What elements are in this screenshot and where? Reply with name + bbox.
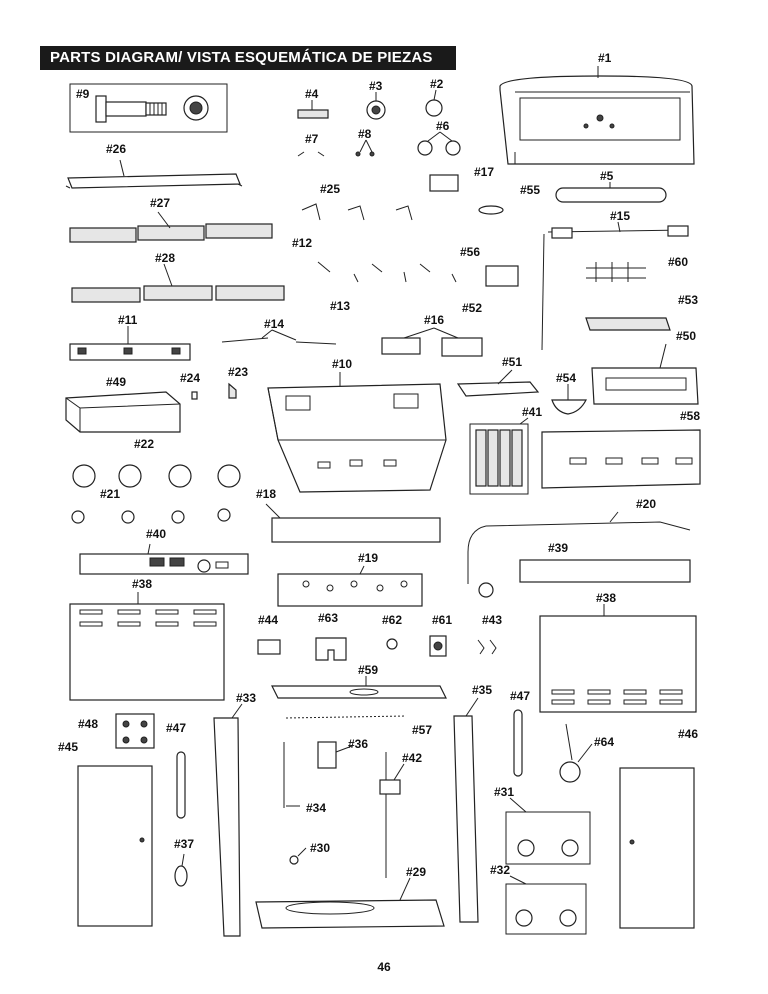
part-1-lid <box>499 75 695 165</box>
label-44: #44 <box>258 613 278 627</box>
label-38-right: #38 <box>596 591 616 605</box>
label-57: #57 <box>412 723 432 737</box>
label-9: #9 <box>76 87 90 101</box>
label-37: #37 <box>174 837 194 851</box>
label-39: #39 <box>548 541 568 555</box>
label-32: #32 <box>490 863 510 877</box>
label-40: #40 <box>146 527 166 541</box>
label-16: #16 <box>424 313 444 327</box>
part-19 <box>277 573 423 607</box>
label-28: #28 <box>155 251 175 265</box>
part-46-door <box>619 767 695 929</box>
label-30: #30 <box>310 841 330 855</box>
label-34: #34 <box>306 801 326 815</box>
part-50 <box>591 367 699 405</box>
label-14: #14 <box>264 317 284 331</box>
label-26: #26 <box>106 142 126 156</box>
label-11: #11 <box>118 313 138 327</box>
label-59: #59 <box>358 663 378 677</box>
part-48 <box>115 713 155 749</box>
label-1: #1 <box>598 51 612 65</box>
part-4-logo <box>297 109 329 119</box>
label-47-left: #47 <box>166 721 186 735</box>
label-63: #63 <box>318 611 338 625</box>
page-number: 46 <box>377 960 391 974</box>
part-10-firebox <box>267 383 447 493</box>
label-23: #23 <box>228 365 248 379</box>
label-43: #43 <box>482 613 502 627</box>
label-42: #42 <box>402 751 422 765</box>
label-10: #10 <box>332 357 352 371</box>
label-54: #54 <box>556 371 576 385</box>
label-46: #46 <box>678 727 698 741</box>
label-49: #49 <box>106 375 126 389</box>
part-58 <box>541 429 701 489</box>
part-28-grates <box>71 285 285 303</box>
label-25: #25 <box>320 182 340 196</box>
part-26-rack <box>67 173 241 189</box>
label-31: #31 <box>494 785 514 799</box>
label-5: #5 <box>600 169 614 183</box>
part-29-shelf <box>255 899 445 929</box>
label-50: #50 <box>676 329 696 343</box>
label-7: #7 <box>305 132 319 146</box>
label-61: #61 <box>432 613 452 627</box>
part-18 <box>271 517 441 543</box>
part-38-left-panel <box>69 603 225 701</box>
label-60: #60 <box>668 255 688 269</box>
part-5-handle <box>555 187 667 203</box>
label-35: #35 <box>472 683 492 697</box>
label-4: #4 <box>305 87 319 101</box>
label-62: #62 <box>382 613 402 627</box>
label-3: #3 <box>369 79 383 93</box>
label-22: #22 <box>134 437 154 451</box>
label-53: #53 <box>678 293 698 307</box>
part-45-door <box>77 765 153 927</box>
part-59 <box>271 685 447 699</box>
label-33: #33 <box>236 691 256 705</box>
label-12: #12 <box>292 236 312 250</box>
part-38-right-panel <box>539 615 697 713</box>
part-39 <box>519 559 691 583</box>
label-36: #36 <box>348 737 368 751</box>
label-52: #52 <box>462 301 482 315</box>
part-27-grates <box>69 223 273 243</box>
part-2 <box>425 99 443 117</box>
label-41: #41 <box>522 405 542 419</box>
label-6: #6 <box>436 119 450 133</box>
label-18: #18 <box>256 487 276 501</box>
label-38-left: #38 <box>132 577 152 591</box>
label-27: #27 <box>150 196 170 210</box>
label-47-right: #47 <box>510 689 530 703</box>
label-55: #55 <box>520 183 540 197</box>
part-21-valves <box>71 508 231 524</box>
part-9-bolt <box>69 83 228 133</box>
page-title: PARTS DIAGRAM/ VISTA ESQUEMÁTICA DE PIEZ… <box>40 46 456 70</box>
label-2: #2 <box>430 77 444 91</box>
part-33-rail <box>213 717 241 937</box>
part-35-rail <box>453 715 479 923</box>
label-58: #58 <box>680 409 700 423</box>
label-20: #20 <box>636 497 656 511</box>
label-48: #48 <box>78 717 98 731</box>
label-45: #45 <box>58 740 78 754</box>
label-24: #24 <box>180 371 200 385</box>
part-22-knobs <box>72 464 241 488</box>
label-15: #15 <box>610 209 630 223</box>
label-13: #13 <box>330 299 350 313</box>
part-49 <box>65 391 181 433</box>
label-29: #29 <box>406 865 426 879</box>
label-21: #21 <box>100 487 120 501</box>
label-8: #8 <box>358 127 372 141</box>
label-64: #64 <box>594 735 614 749</box>
label-17: #17 <box>474 165 494 179</box>
label-51: #51 <box>502 355 522 369</box>
label-56: #56 <box>460 245 480 259</box>
label-19: #19 <box>358 551 378 565</box>
